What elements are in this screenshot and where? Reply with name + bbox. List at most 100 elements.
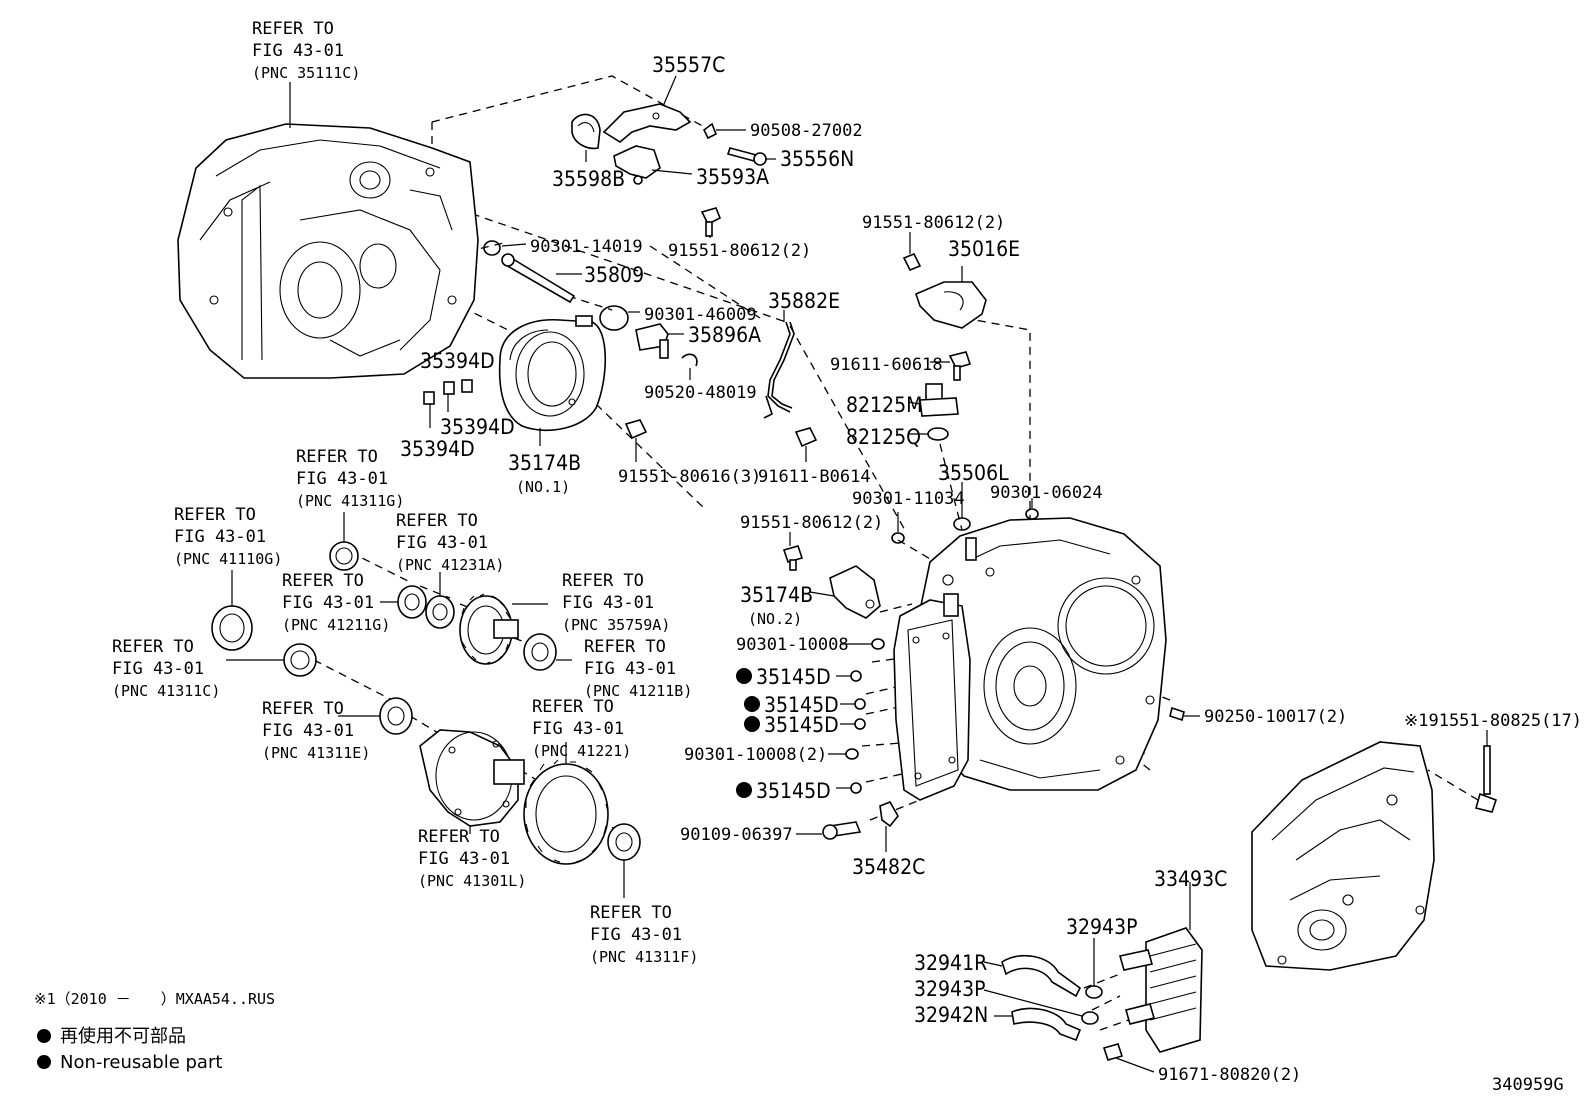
retainer-35174b-no1 [423,315,648,462]
label-91551-80612-mid: 91551-80612(2) [740,513,883,533]
refer-41301l-2: FIG 43-01 [418,849,510,869]
label-35174b-no2: 35174B [740,583,813,607]
refer-41311g-2: FIG 43-01 [296,469,388,489]
refer-labels: REFER TO FIG 43-01 (PNC 41311G) REFER TO… [112,447,698,966]
legend: ※1（2010 － ）MXAA54..RUS 再使用不可部品 Non-reusa… [34,990,1564,1095]
label-32942n: 32942N [914,1003,988,1027]
legend-dot-en [37,1055,51,1069]
legend-dot-jp [37,1029,51,1043]
bolt-91551-80612-mid [782,532,804,571]
label-90520-48019: 90520-48019 [644,383,757,403]
label-32943p-a: 32943P [1066,915,1137,939]
refer-35759a-1: REFER TO [562,571,644,591]
shaft-group [483,240,698,380]
refer-41211g-3: (PNC 41211G) [282,616,390,634]
refer-41110g-1: REFER TO [174,505,256,525]
label-35145d-2: 35145D [764,693,839,717]
label-91551-80612-right: 91551-80612(2) [862,213,1005,233]
label-35557c: 35557C [652,53,725,77]
housing-refer-line2: FIG 43-01 [252,41,344,61]
side-cover [1251,730,1498,971]
label-82125m: 82125M [846,393,922,417]
refer-41231a-2: FIG 43-01 [396,533,488,553]
sensor-group [891,232,1039,544]
transaxle-housing [177,82,479,379]
refer-41211b-1: REFER TO [584,637,666,657]
label-90301-10008-2: 90301-10008(2) [684,745,827,765]
refer-41211b-2: FIG 43-01 [584,659,676,679]
label-90301-11034: 90301-11034 [852,489,965,509]
diagram-id: 340959G [1492,1075,1564,1095]
refer-41231a-3: (PNC 41231A) [396,556,504,574]
refer-41221-3: (PNC 41221) [532,742,631,760]
tube-35882e [763,310,818,462]
bracket-35557c [602,103,692,143]
refer-41211g-1: REFER TO [282,571,364,591]
label-35809: 35809 [584,263,644,287]
refer-41221-1: REFER TO [532,697,614,717]
label-35882e: 35882E [768,289,840,313]
label-35598b: 35598B [552,167,625,191]
label-35174b-no2-sub: (NO.2) [748,610,802,628]
refer-41211g-2: FIG 43-01 [282,593,374,613]
label-90508-27002: 90508-27002 [750,121,863,141]
label-35394d-b: 35394D [440,415,515,439]
bracket-35016e [915,281,987,329]
oil-cooler-group [983,882,1203,1073]
label-35145d-4: 35145D [756,779,831,803]
housing-refer-line1: REFER TO [252,19,334,39]
label-35174b-no1-sub: (NO.1) [516,478,570,496]
refer-41311e-2: FIG 43-01 [262,721,354,741]
label-91611-b0614: 91611-B0614 [758,467,871,487]
label-35145d-3: 35145D [764,713,839,737]
refer-41311f-3: (PNC 41311F) [590,948,698,966]
label-90301-10008: 90301-10008 [736,635,849,655]
label-33493c: 33493C [1154,867,1227,891]
label-35394d-c: 35394D [400,437,475,461]
refer-41311e-1: REFER TO [262,699,344,719]
label-90301-46009: 90301-46009 [644,305,757,325]
part-number-labels: 35557C 90508-27002 35556N 35598B 35593A … [400,53,1582,1085]
label-35896a: 35896A [688,323,761,347]
label-90301-14019: 90301-14019 [530,237,643,257]
legend-nonreuse-jp: 再使用不可部品 [60,1026,186,1047]
nonreusable-markers [37,668,760,1069]
plugs [796,638,1200,852]
gear-and-bearing-group [211,512,641,898]
housing-refer-line3: (PNC 35111C) [252,64,360,82]
label-35482c: 35482C [852,855,925,879]
label-35145d-1: 35145D [756,665,831,689]
refer-41211b-3: (PNC 41211B) [584,682,692,700]
label-91671-80820: 91671-80820(2) [1158,1065,1301,1085]
label-35174b-no1: 35174B [508,451,581,475]
legend-nonreuse-en: Non-reusable part [60,1052,222,1073]
refer-41311f-1: REFER TO [590,903,672,923]
label-35556n: 35556N [780,147,854,171]
refer-41311e-3: (PNC 41311E) [262,744,370,762]
lever-35593a [613,145,661,179]
refer-41311c-1: REFER TO [112,637,194,657]
label-91551-80612-top: 91551-80612(2) [668,241,811,261]
label-90301-06024: 90301-06024 [990,483,1103,503]
label-90250-10017: 90250-10017(2) [1204,707,1347,727]
label-35506l: 35506L [938,461,1009,485]
refer-41311g-1: REFER TO [296,447,378,467]
label-91551-80825: ※191551-80825(17) [1404,711,1582,731]
label-90109-06397: 90109-06397 [680,825,793,845]
refer-41110g-3: (PNC 41110G) [174,550,282,568]
refer-35759a-2: FIG 43-01 [562,593,654,613]
refer-41110g-2: FIG 43-01 [174,527,266,547]
label-35394d-a: 35394D [420,349,495,373]
refer-41311g-3: (PNC 41311G) [296,492,404,510]
nonreuse-dot-35145d-4 [736,782,752,798]
refer-35759a-3: (PNC 35759A) [562,616,670,634]
label-82125q: 82125Q [846,425,921,449]
refer-41221-2: FIG 43-01 [532,719,624,739]
refer-41311f-2: FIG 43-01 [590,925,682,945]
label-35016e: 35016E [948,237,1020,261]
label-32943p-b: 32943P [914,977,985,1001]
label-35593a: 35593A [696,165,769,189]
nonreuse-dot-35145d-1 [736,668,752,684]
housing-refer-label: REFER TO FIG 43-01 (PNC 35111C) [252,19,360,82]
cooler-33493c [1145,927,1203,1053]
